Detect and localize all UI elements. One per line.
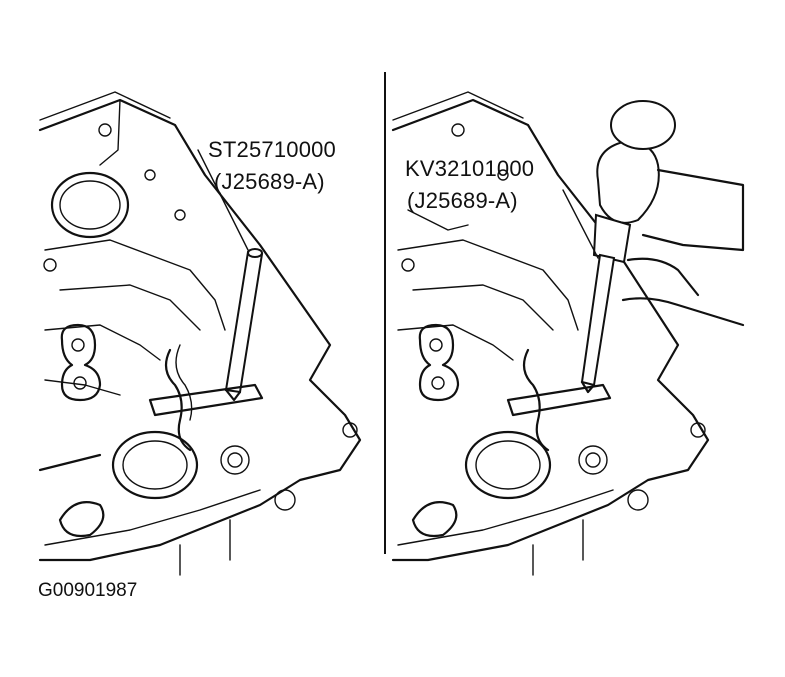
drift-tool-right bbox=[580, 253, 616, 394]
left-tool-alt-number: (J25689-A) bbox=[214, 169, 325, 194]
drift-tool-left bbox=[224, 248, 264, 402]
right-tool-alt-number: (J25689-A) bbox=[407, 188, 518, 213]
hammer-and-hand bbox=[592, 100, 745, 327]
left-tool-part-number: ST25710000 bbox=[208, 137, 336, 162]
right-illustration-panel: KV32101000 (J25689-A) bbox=[388, 0, 785, 580]
transmission-case-right-drawing bbox=[391, 91, 745, 576]
panel-divider bbox=[384, 72, 386, 554]
transmission-case-left-drawing bbox=[38, 91, 362, 576]
left-illustration-panel: ST25710000 (J25689-A) bbox=[0, 0, 385, 580]
right-tool-part-number: KV32101000 bbox=[405, 156, 535, 181]
figure-id: G00901987 bbox=[38, 580, 138, 601]
